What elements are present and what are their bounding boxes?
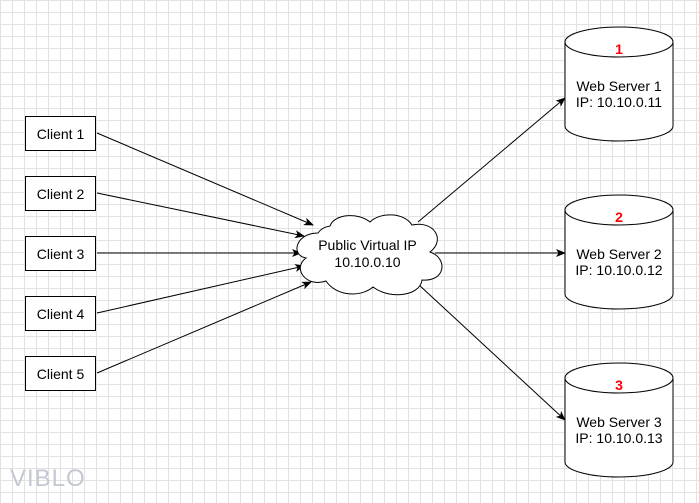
client-5-box: Client 5 [25, 356, 96, 391]
server-1-cylinder [564, 26, 674, 142]
server-3-cylinder [564, 362, 674, 478]
virtual-ip-label: Public Virtual IP 10.10.0.10 [300, 237, 435, 271]
server-2-label: Web Server 2 IP: 10.10.0.12 [565, 246, 673, 278]
virtual-ip-address: 10.10.0.10 [334, 254, 401, 270]
server-1-name: Web Server 1 [576, 78, 662, 94]
client-1-box: Client 1 [25, 116, 96, 151]
server-1-number: 1 [615, 41, 623, 57]
server-3-number: 3 [615, 377, 623, 393]
virtual-ip-cloud [296, 214, 443, 296]
server-2-ip: IP: 10.10.0.12 [575, 262, 663, 278]
server-2-cylinder [564, 194, 674, 310]
server-3-ip: IP: 10.10.0.13 [575, 430, 663, 446]
edge-client-1-to-vip [96, 132, 314, 226]
server-2-name: Web Server 2 [576, 246, 662, 262]
client-3-box: Client 3 [25, 236, 96, 271]
edge-vip-to-server-3 [417, 283, 566, 421]
edge-client-2-to-vip [96, 192, 305, 239]
server-1-label: Web Server 1 IP: 10.10.0.11 [565, 78, 673, 110]
client-2-box: Client 2 [25, 176, 96, 211]
edge-client-5-to-vip [96, 281, 312, 374]
client-4-box: Client 4 [25, 296, 96, 331]
server-2-number: 2 [615, 209, 623, 225]
viblo-watermark: VIBLO [10, 465, 86, 492]
edge-vip-to-server-1 [417, 97, 566, 223]
server-3-name: Web Server 3 [576, 414, 662, 430]
edge-client-4-to-vip [96, 264, 305, 314]
server-1-ip: IP: 10.10.0.11 [575, 94, 663, 110]
virtual-ip-title: Public Virtual IP [318, 237, 417, 253]
server-3-label: Web Server 3 IP: 10.10.0.13 [565, 414, 673, 446]
